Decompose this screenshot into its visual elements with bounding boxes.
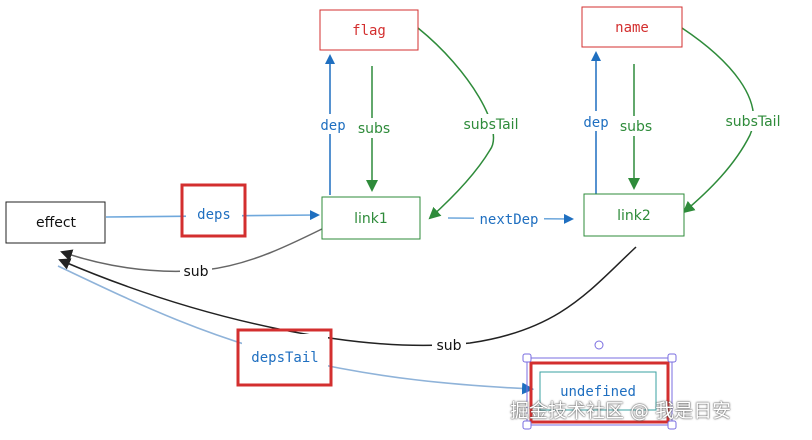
resize-handle-tr[interactable] (667, 353, 677, 363)
sub-top-label: sub (183, 264, 208, 280)
sub-bottom-label: sub (436, 338, 461, 354)
subs-right-label: subs (620, 119, 652, 135)
link1-label: link1 (354, 211, 388, 227)
flag-label: flag (352, 23, 386, 39)
effect-node: effect (5, 201, 106, 244)
depsTail-highlight (236, 328, 333, 387)
undefined-node[interactable]: undefined (522, 340, 677, 430)
deps-label-bg (186, 190, 242, 238)
deps-label: deps (197, 207, 231, 223)
subsTail-left-label: subsTail (464, 117, 519, 133)
watermark: 掘金技术社区 @ 我是日安 (510, 400, 732, 422)
depsTail-label: depsTail (251, 350, 318, 366)
dep-left-label: dep (320, 118, 345, 134)
sub-bottom-arrow (58, 246, 637, 347)
nextDep-label: nextDep (479, 212, 538, 228)
link2-label: link2 (617, 208, 651, 224)
resize-handle-tl[interactable] (522, 353, 532, 363)
undefined-highlight (529, 361, 670, 424)
deps-highlight (180, 183, 247, 238)
flag-node: flag (319, 9, 419, 51)
subs-left-label: subs (358, 121, 390, 137)
subsTail-right-arrow (681, 27, 755, 214)
undefined-label: undefined (560, 384, 636, 400)
undefined-box (539, 371, 657, 411)
subsTail-left-arrow (417, 27, 495, 220)
name-label: name (615, 20, 649, 36)
link1-node: link1 (321, 196, 421, 240)
resize-handle-bl[interactable] (522, 420, 532, 430)
name-node: name (581, 6, 683, 48)
rotate-handle[interactable] (594, 340, 604, 350)
selection-box (526, 357, 673, 426)
resize-handle-br[interactable] (667, 420, 677, 430)
dep-right-label: dep (583, 115, 608, 131)
subsTail-right-label: subsTail (726, 114, 781, 130)
effect-label: effect (36, 215, 77, 231)
link2-node: link2 (583, 193, 685, 237)
depsTail-label-bg (242, 334, 328, 380)
